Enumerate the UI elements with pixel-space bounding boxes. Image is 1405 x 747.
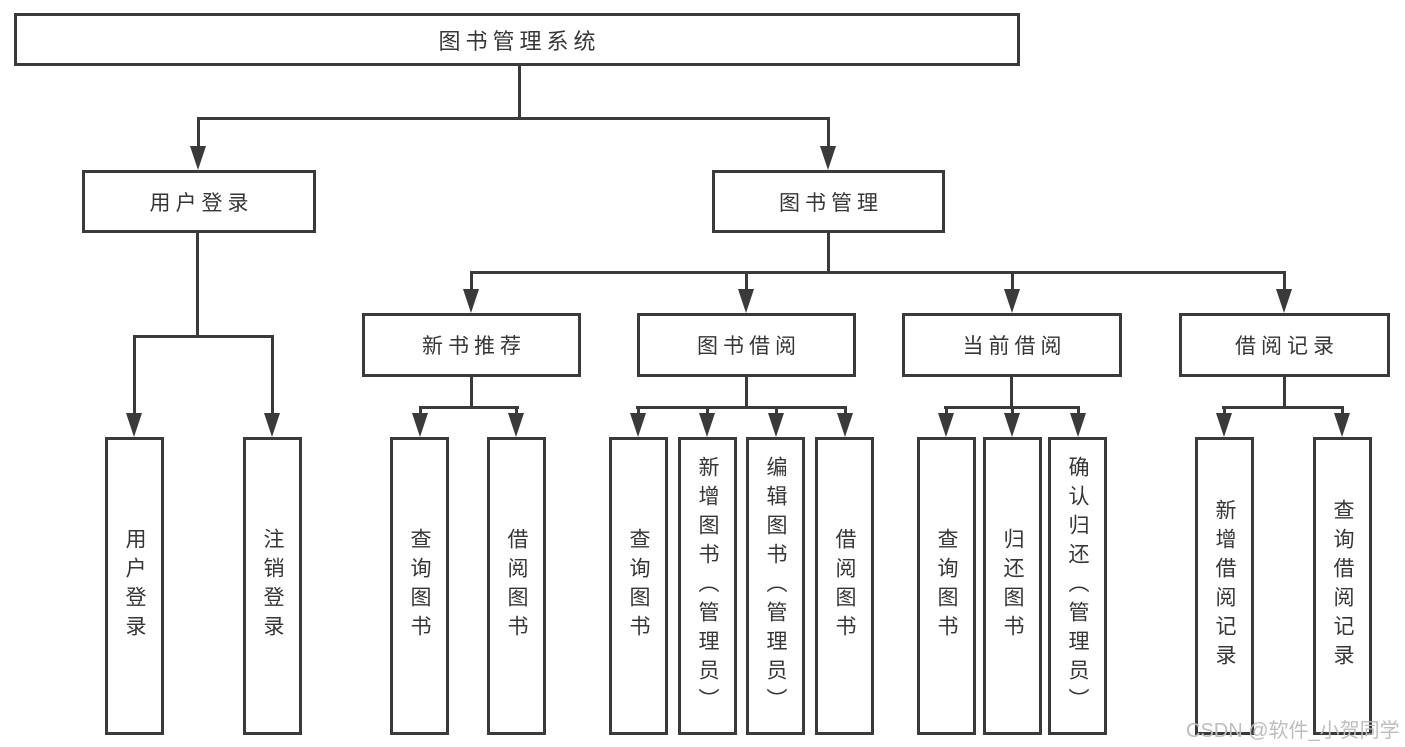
leaf-borrow-query-books: 查询图书	[609, 437, 668, 735]
leaf-add-borrow-record-label: 新增借阅记录	[1213, 499, 1236, 673]
leaf-recommend-borrow-books: 借阅图书	[487, 437, 546, 735]
leaf-return-books: 归还图书	[983, 437, 1042, 735]
node-user-login-label: 用户登录	[149, 191, 254, 215]
leaf-current-query-books: 查询图书	[917, 437, 976, 735]
connector-borrow-drop	[745, 375, 748, 409]
leaf-logout-label: 注销登录	[261, 528, 284, 644]
leaf-logout: 注销登录	[243, 437, 302, 735]
arrow-to-recommend-query	[412, 406, 428, 437]
arrow-to-br-query	[1334, 406, 1350, 437]
node-book-borrow: 图书借阅	[637, 313, 856, 377]
arrow-to-cb-query	[938, 406, 954, 437]
leaf-query-borrow-record: 查询借阅记录	[1313, 437, 1372, 735]
node-root-label: 图书管理系统	[438, 28, 601, 54]
leaf-edit-books-admin-label: 编辑图书（管理员）	[764, 455, 787, 717]
node-new-book-recommend-label: 新书推荐	[422, 335, 526, 358]
connector-login-bar	[133, 335, 274, 338]
connector-root-drop	[518, 64, 521, 120]
leaf-query-borrow-record-label: 查询借阅记录	[1331, 499, 1354, 673]
connector-record-bar	[1222, 406, 1344, 409]
arrow-to-cb-confirm	[1070, 406, 1086, 437]
arrow-to-book-management	[820, 117, 836, 170]
connector-mgmt-bar	[470, 271, 1286, 274]
leaf-recommend-query-books-label: 查询图书	[408, 528, 431, 644]
leaf-add-books-admin: 新增图书（管理员）	[678, 437, 737, 735]
arrow-to-bb-query	[630, 406, 646, 437]
node-book-management: 图书管理	[712, 170, 945, 233]
connector-mgmt-drop	[827, 231, 830, 274]
node-new-book-recommend: 新书推荐	[362, 313, 581, 377]
leaf-user-login-label: 用户登录	[123, 528, 146, 644]
connector-root-bar	[197, 117, 830, 120]
node-borrow-record: 借阅记录	[1179, 313, 1390, 377]
leaf-confirm-return-admin: 确认归还（管理员）	[1048, 437, 1107, 735]
leaf-add-books-admin-label: 新增图书（管理员）	[696, 455, 719, 717]
arrow-to-user-login	[190, 117, 206, 170]
arrow-to-br-add	[1216, 406, 1232, 437]
node-book-management-label: 图书管理	[779, 191, 883, 215]
connector-recommend-bar	[419, 406, 519, 409]
node-user-login: 用户登录	[82, 170, 316, 233]
arrow-to-borrow-record	[1276, 271, 1292, 313]
leaf-borrow-query-books-label: 查询图书	[627, 528, 650, 644]
arrow-to-cb-return	[1004, 406, 1020, 437]
leaf-return-books-label: 归还图书	[1001, 528, 1024, 644]
connector-borrow-bar	[636, 406, 847, 409]
arrow-to-bb-edit	[768, 406, 784, 437]
leaf-borrow-books-label: 借阅图书	[833, 528, 856, 644]
leaf-recommend-borrow-books-label: 借阅图书	[505, 528, 528, 644]
arrow-to-bb-add	[699, 406, 715, 437]
arrow-to-bb-borrow	[837, 406, 853, 437]
leaf-edit-books-admin: 编辑图书（管理员）	[746, 437, 805, 735]
node-current-borrow: 当前借阅	[902, 313, 1122, 377]
node-borrow-record-label: 借阅记录	[1235, 335, 1339, 358]
leaf-borrow-books: 借阅图书	[815, 437, 874, 735]
arrow-to-leaf-logout	[264, 335, 280, 437]
arrow-to-leaf-user-login	[126, 335, 142, 437]
connector-current-drop	[1010, 375, 1013, 409]
connector-login-drop	[196, 231, 199, 338]
connector-record-drop	[1283, 375, 1286, 409]
leaf-current-query-books-label: 查询图书	[935, 528, 958, 644]
csdn-watermark: CSDN @软件_小贺同学	[1186, 720, 1400, 742]
leaf-confirm-return-admin-label: 确认归还（管理员）	[1066, 455, 1089, 717]
node-current-borrow-label: 当前借阅	[962, 335, 1067, 358]
leaf-user-login: 用户登录	[105, 437, 164, 735]
leaf-recommend-query-books: 查询图书	[390, 437, 449, 735]
node-book-borrow-label: 图书借阅	[697, 335, 801, 358]
node-root: 图书管理系统	[14, 13, 1020, 66]
arrow-to-recommend-borrow	[508, 406, 524, 437]
arrow-to-new-book-recommend	[463, 271, 479, 313]
connector-recommend-drop	[470, 375, 473, 409]
arrow-to-current-borrow	[1004, 271, 1020, 313]
arrow-to-book-borrow	[738, 271, 754, 313]
leaf-add-borrow-record: 新增借阅记录	[1195, 437, 1254, 735]
